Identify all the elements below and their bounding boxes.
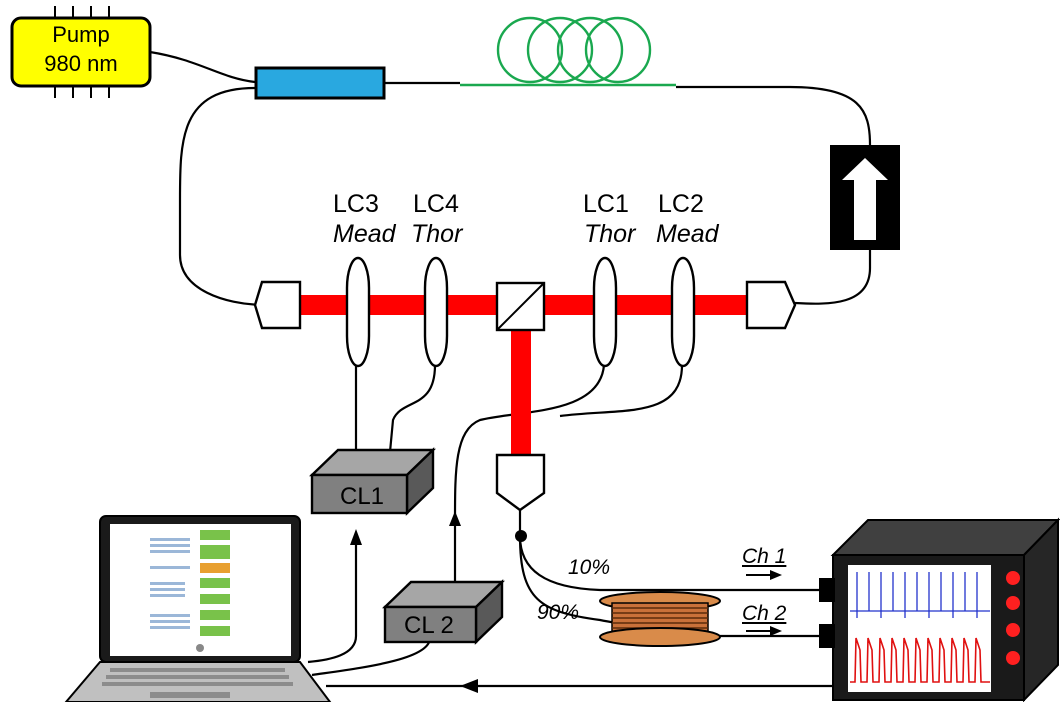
collimators bbox=[253, 280, 797, 512]
scope-button bbox=[1006, 571, 1020, 585]
laptop-screen bbox=[110, 524, 291, 656]
lc2-cell bbox=[670, 256, 696, 368]
optical-isolator bbox=[830, 145, 900, 250]
scope-button bbox=[1006, 651, 1020, 665]
lc4-name-label: LC4 bbox=[413, 190, 459, 218]
left-collimator bbox=[253, 280, 302, 330]
liquid-crystal-cells bbox=[345, 256, 696, 368]
delay-fiber-coil bbox=[599, 591, 721, 647]
lc1-cell bbox=[592, 256, 618, 368]
lc3-cell bbox=[345, 256, 371, 368]
pump-label: Pump 980 nm bbox=[12, 20, 150, 78]
screen-flowchart-thumbnail bbox=[150, 530, 230, 636]
lc3-type-label: Mead bbox=[333, 220, 396, 248]
lc1-name-label: LC1 bbox=[583, 190, 629, 218]
cl1-label: CL1 bbox=[340, 483, 385, 510]
controller-cl1 bbox=[309, 447, 436, 516]
cl2-label: CL 2 bbox=[404, 612, 454, 639]
arrow-up-icon bbox=[449, 511, 461, 526]
ch2-input-port bbox=[819, 624, 835, 648]
lc4-type-label: Thor bbox=[411, 220, 463, 248]
wdm-coupler bbox=[254, 66, 386, 100]
gain-fiber bbox=[460, 16, 676, 87]
ch1-label: Ch 1 bbox=[742, 545, 787, 568]
lc2-name-label: LC2 bbox=[658, 190, 704, 218]
arrow-right-icon bbox=[770, 626, 782, 636]
pump-label-line1: Pump bbox=[52, 22, 110, 47]
pump-label-line2: 980 nm bbox=[44, 51, 118, 76]
channel-arrow-shafts bbox=[746, 574, 772, 632]
ch2-pulse-trace bbox=[850, 637, 990, 683]
polarizing-beam-splitter bbox=[495, 281, 546, 332]
output-collimator bbox=[495, 453, 546, 512]
right-collimator bbox=[745, 280, 797, 330]
split-10-label: 10% bbox=[568, 556, 611, 579]
ch1-pulse-trace bbox=[850, 572, 990, 618]
laptop-computer bbox=[64, 515, 332, 702]
arrow-up-icon bbox=[350, 529, 362, 545]
lc1-type-label: Thor bbox=[584, 220, 636, 248]
arrow-right-icon bbox=[770, 570, 782, 580]
ch2-label: Ch 2 bbox=[742, 602, 787, 625]
arrow-up-icon bbox=[842, 158, 888, 240]
scope-button bbox=[1006, 596, 1020, 610]
lc4-cell bbox=[423, 256, 449, 368]
controller-cl2 bbox=[382, 579, 505, 645]
oscilloscope bbox=[819, 517, 1060, 702]
pump-laser bbox=[10, 6, 152, 98]
scope-screen bbox=[848, 565, 991, 692]
arrow-left-icon bbox=[460, 679, 478, 693]
lc2-type-label: Mead bbox=[656, 220, 719, 248]
fiber-splitter-node bbox=[515, 530, 527, 542]
arrow-heads bbox=[350, 511, 782, 693]
scope-button bbox=[1006, 623, 1020, 637]
split-90-label: 90% bbox=[537, 601, 580, 624]
laptop-logo-icon bbox=[196, 644, 204, 652]
ch1-input-port bbox=[819, 578, 835, 602]
lc3-name-label: LC3 bbox=[333, 190, 379, 218]
